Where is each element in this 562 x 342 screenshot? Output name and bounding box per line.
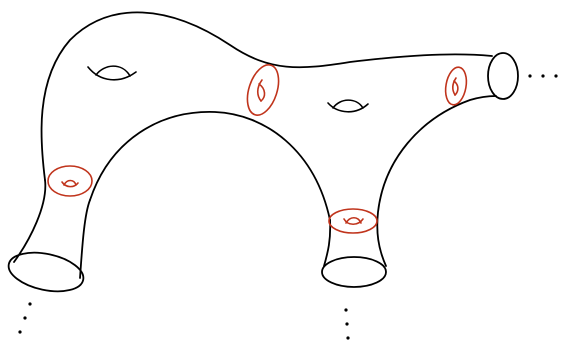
surface-outer-boundary: [40, 11, 493, 181]
cut-circle-right: [444, 66, 468, 106]
right-opening: [487, 52, 519, 100]
left-opening: [7, 251, 85, 293]
inner-arch: [89, 111, 331, 221]
ellipsis-left: [18, 302, 32, 334]
handle-2: [327, 99, 369, 113]
handle-1: [87, 65, 137, 81]
left-tube-inner: [79, 199, 91, 279]
cut-circle-left: [47, 165, 93, 197]
left-tube-outer: [13, 179, 47, 263]
cut-circle-lower-middle: [328, 208, 378, 234]
ellipsis-middle: [344, 308, 350, 340]
cut-circle-upper-middle: [246, 64, 280, 116]
middle-tube-left: [323, 219, 332, 267]
middle-tube-right: [376, 95, 497, 267]
middle-opening: [321, 256, 387, 288]
ellipsis-right: [528, 74, 558, 78]
